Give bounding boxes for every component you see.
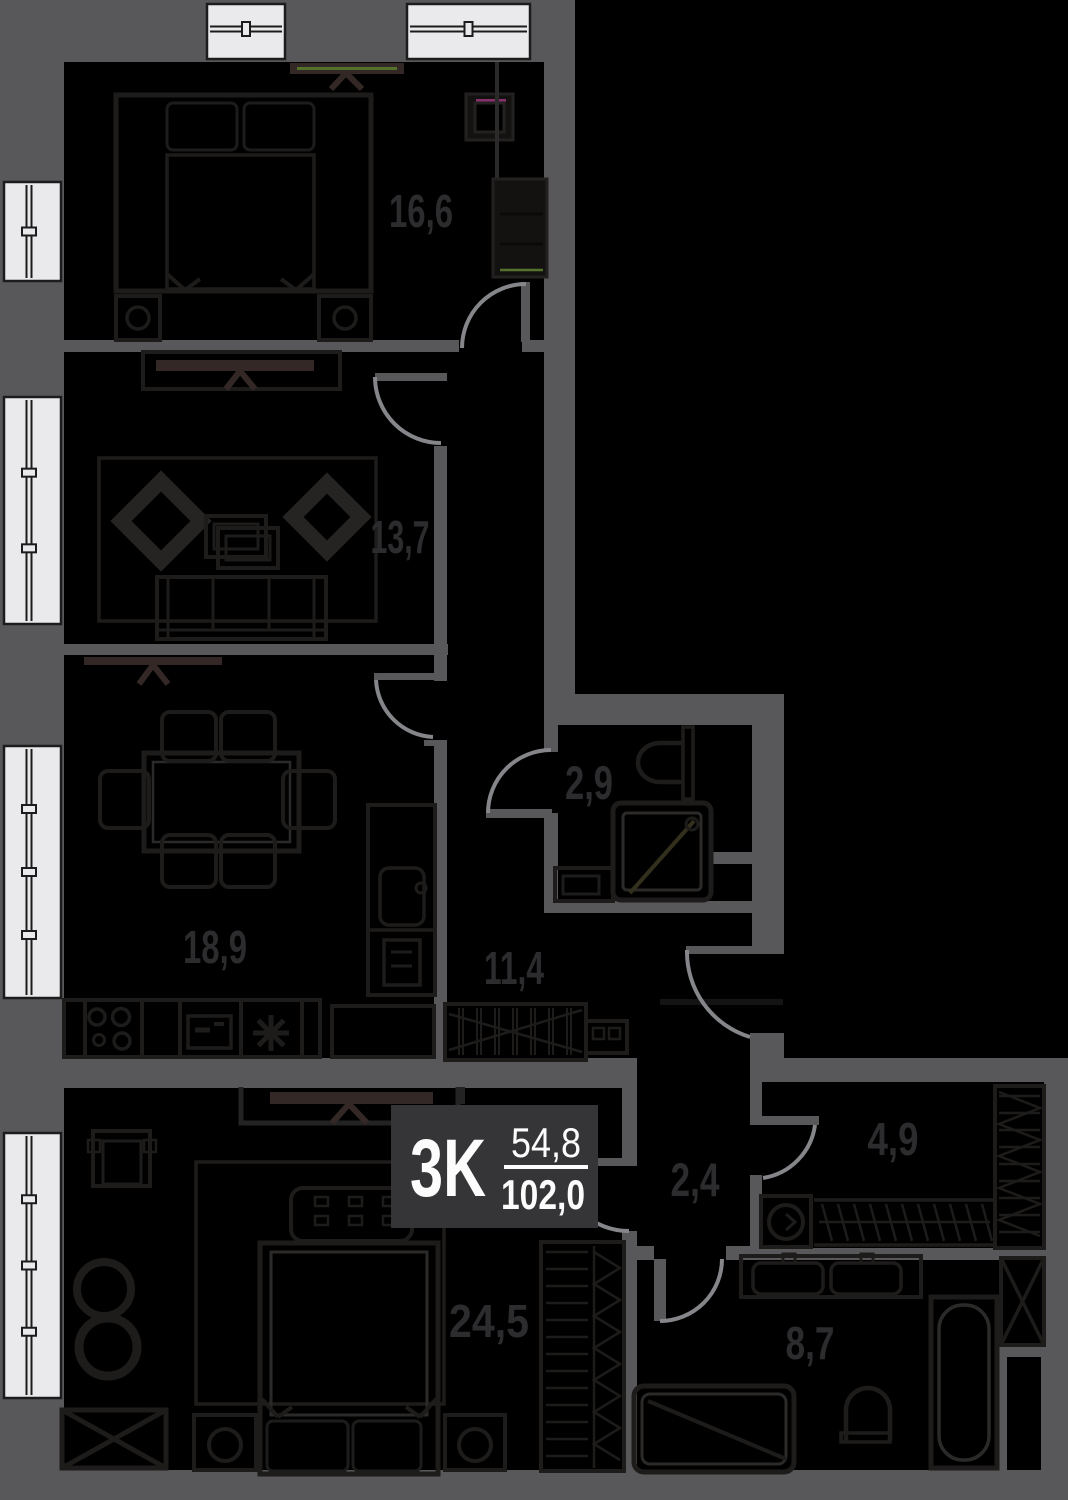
svg-text:102,0: 102,0 bbox=[501, 1171, 585, 1218]
svg-text:54,8: 54,8 bbox=[511, 1119, 581, 1166]
svg-text:4,9: 4,9 bbox=[868, 1113, 919, 1165]
svg-text:11,4: 11,4 bbox=[484, 942, 544, 994]
svg-text:2,9: 2,9 bbox=[565, 756, 613, 809]
svg-text:8,7: 8,7 bbox=[786, 1317, 835, 1369]
svg-text:18,9: 18,9 bbox=[183, 921, 247, 973]
svg-text:3K: 3K bbox=[410, 1123, 486, 1214]
svg-text:16,6: 16,6 bbox=[389, 185, 453, 237]
svg-text:24,5: 24,5 bbox=[449, 1295, 529, 1347]
svg-text:2,4: 2,4 bbox=[671, 1153, 720, 1206]
svg-text:13,7: 13,7 bbox=[371, 511, 430, 563]
